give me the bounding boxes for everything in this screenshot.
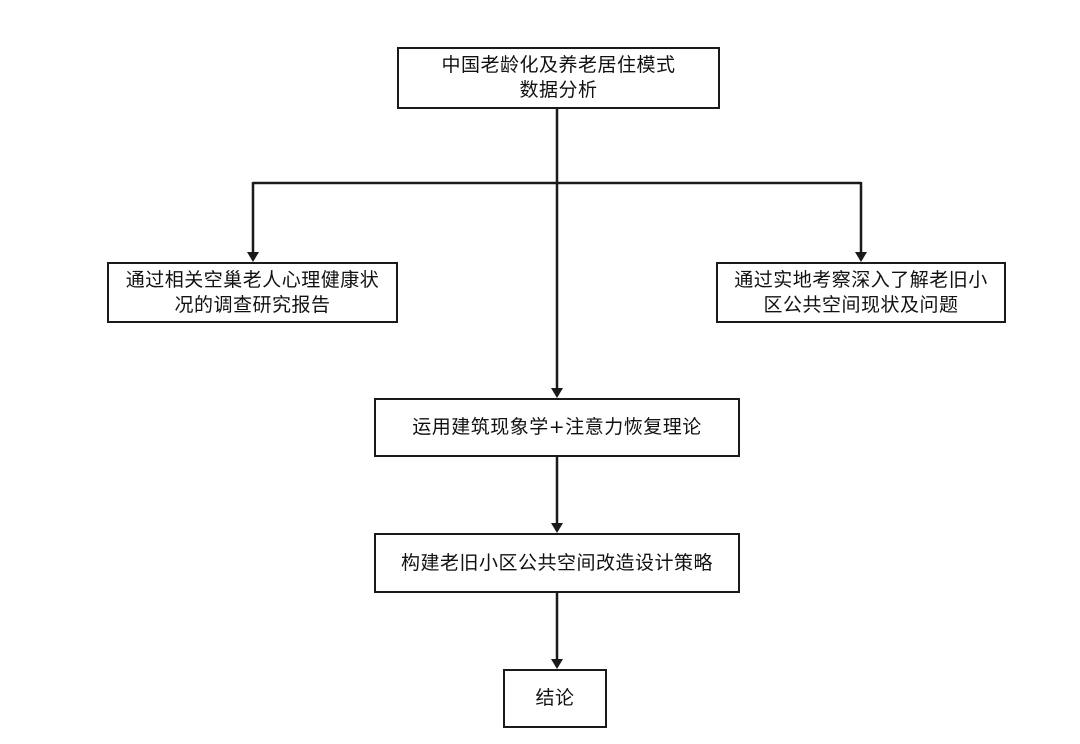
node-conclusion: 结论 [503, 669, 607, 728]
node-design-strategy: 构建老旧小区公共空间改造设计策略 [374, 533, 740, 593]
node-aging-data-analysis-label: 中国老龄化及养老居住模式 数据分析 [441, 54, 676, 101]
node-field-investigation-label: 通过实地考察深入了解老旧小 区公共空间现状及问题 [734, 268, 988, 316]
node-aging-data-analysis: 中国老龄化及养老居住模式 数据分析 [397, 47, 720, 109]
node-conclusion-label: 结论 [535, 687, 575, 709]
node-theory-label: 运用建筑现象学+注意力恢复理论 [412, 416, 702, 438]
node-empty-nest-survey: 通过相关空巢老人心理健康状 况的调查研究报告 [107, 262, 398, 323]
node-field-investigation: 通过实地考察深入了解老旧小 区公共空间现状及问题 [716, 262, 1006, 323]
node-theory: 运用建筑现象学+注意力恢复理论 [374, 398, 740, 457]
node-design-strategy-label: 构建老旧小区公共空间改造设计策略 [400, 551, 713, 574]
node-empty-nest-survey-label: 通过相关空巢老人心理健康状 况的调查研究报告 [125, 268, 380, 316]
